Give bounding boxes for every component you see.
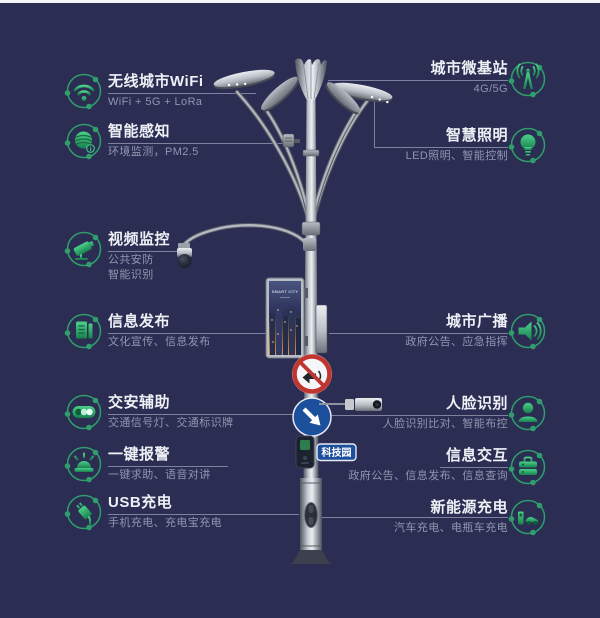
feature-title: 一键报警 xyxy=(108,446,171,463)
screen-title: SMART CITY xyxy=(272,289,299,294)
feature-title: 智慧照明 xyxy=(445,127,508,144)
tech-park-sign: 科技园 xyxy=(316,443,357,462)
bulb-icon xyxy=(508,127,546,164)
speaker-icon xyxy=(508,313,546,350)
connector-lines xyxy=(108,80,508,518)
feature-title: 人脸识别 xyxy=(445,395,508,412)
feature-title: USB充电 xyxy=(108,494,173,511)
environment-sensor xyxy=(282,133,300,148)
feature-subtitle: 智能识别 xyxy=(108,269,154,281)
feature-subtitle: 一键求助、语音对讲 xyxy=(108,469,211,481)
pole-equipment-box xyxy=(315,304,328,354)
feature-subtitle: 环境监测，PM2.5 xyxy=(108,146,199,158)
feature-title: 信息发布 xyxy=(108,313,171,330)
alarm-icon xyxy=(64,446,102,483)
cctv-arm xyxy=(177,223,316,268)
kiosk-icon xyxy=(508,449,546,486)
feature-subtitle: 政府公告、应急指挥 xyxy=(405,336,508,348)
feature-title: 交安辅助 xyxy=(108,394,171,411)
feature-subtitle: 交通信号灯、交通标识牌 xyxy=(108,417,234,429)
feature-title: 城市广播 xyxy=(445,313,508,330)
face-icon xyxy=(508,395,546,432)
feature-subtitle: 人脸识别比对、智能布控 xyxy=(382,418,508,430)
no-horn-sign xyxy=(292,354,332,394)
ad-screen: SMART CITY xyxy=(265,277,308,359)
lamp-arms xyxy=(234,89,371,231)
feature-title: 无线城市WiFi xyxy=(108,73,204,90)
feature-subtitle: 政府公告、信息发布、信息查询 xyxy=(348,470,508,482)
alarm-device xyxy=(295,435,315,469)
dome-camera xyxy=(177,254,192,268)
car-icon xyxy=(508,499,546,536)
feature-title: 智能感知 xyxy=(108,123,171,140)
feature-subtitle: WiFi + 5G + LoRa xyxy=(108,96,203,108)
camera-icon xyxy=(64,231,102,268)
tech-park-label: 科技园 xyxy=(322,446,352,459)
feature-subtitle: 4G/5G xyxy=(473,83,508,95)
screen-icon xyxy=(64,313,102,350)
pole-crown xyxy=(295,58,327,100)
usb-charge-panel xyxy=(304,502,318,528)
feature-subtitle: 公共安防 xyxy=(108,254,154,266)
feature-title: 城市微基站 xyxy=(430,60,508,77)
feature-subtitle: 文化宣传、信息发布 xyxy=(108,336,211,348)
usb-icon xyxy=(64,494,102,531)
screen-cityscape xyxy=(270,303,301,355)
feature-title: 信息交互 xyxy=(445,447,508,464)
sensor-icon xyxy=(64,123,102,160)
bullet-camera xyxy=(319,398,382,411)
traffic-light-icon xyxy=(64,394,102,431)
feature-title: 视频监控 xyxy=(108,231,171,248)
feature-title: 新能源充电 xyxy=(430,499,508,516)
lamp-heads xyxy=(213,69,393,115)
feature-subtitle: 汽车充电、电瓶车充电 xyxy=(394,522,508,534)
wifi-icon xyxy=(64,73,102,110)
feature-subtitle: 手机充电、充电宝充电 xyxy=(108,517,222,529)
top-border xyxy=(0,0,600,3)
feature-subtitle: LED照明、智能控制 xyxy=(405,150,508,162)
antenna-icon xyxy=(508,61,546,98)
